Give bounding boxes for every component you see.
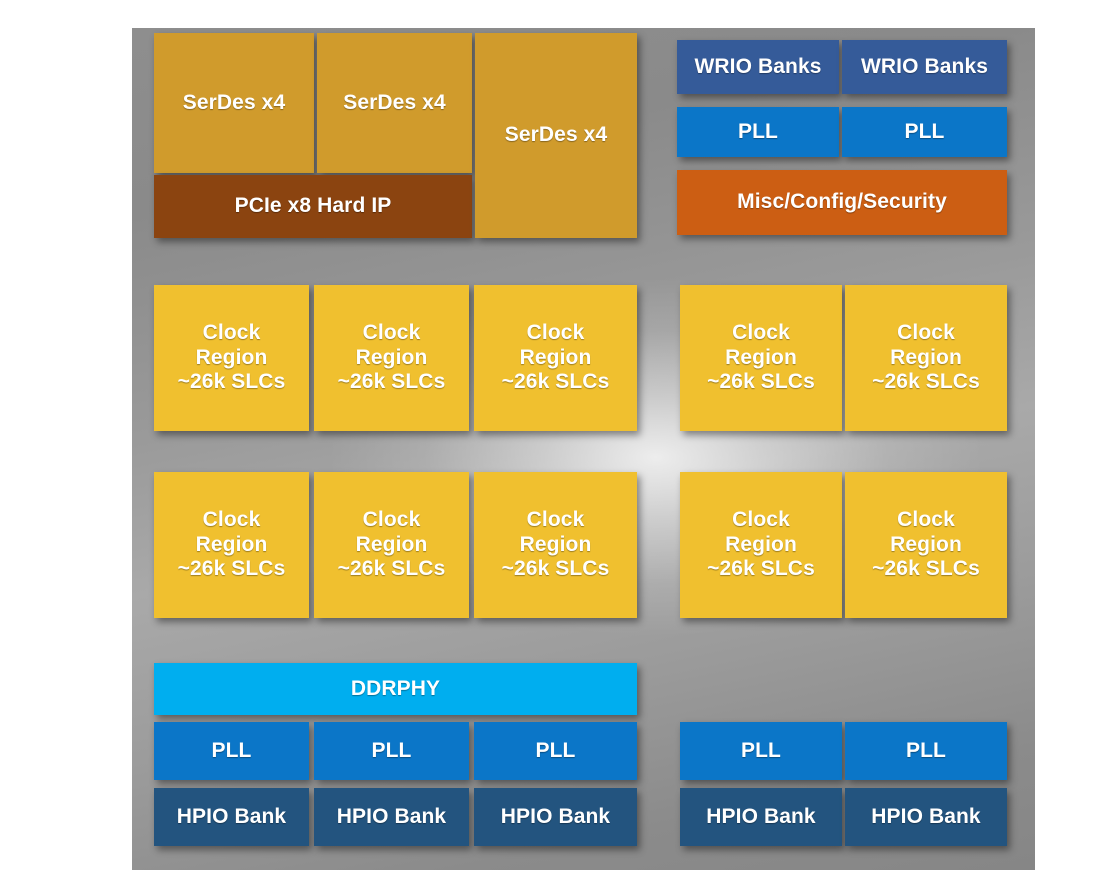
block-hpio-bank-bottom-left-2: HPIO Bank (314, 788, 469, 846)
block-pll-bottom-left-3: PLL (474, 722, 637, 780)
block-misc-config-security: Misc/Config/Security (677, 170, 1007, 235)
block-pcie-hard-ip: PCIe x8 Hard IP (154, 175, 472, 238)
block-hpio-bank-bottom-left-3: HPIO Bank (474, 788, 637, 846)
block-wrio-bank-2: WRIO Banks (842, 40, 1007, 94)
block-serdes-left-1: SerDes x4 (154, 33, 314, 173)
block-pll-bottom-left-2: PLL (314, 722, 469, 780)
block-hpio-bank-bottom-right-1: HPIO Bank (680, 788, 842, 846)
block-clock-region: Clock Region ~26k SLCs (314, 285, 469, 431)
block-pll-bottom-left-1: PLL (154, 722, 309, 780)
block-clock-region: Clock Region ~26k SLCs (154, 285, 309, 431)
block-wrio-bank-1: WRIO Banks (677, 40, 839, 94)
block-serdes-left-2: SerDes x4 (317, 33, 472, 173)
block-serdes-right-tall: SerDes x4 (475, 33, 637, 238)
block-clock-region: Clock Region ~26k SLCs (154, 472, 309, 618)
block-clock-region: Clock Region ~26k SLCs (845, 285, 1007, 431)
die-panel: SerDes x4 SerDes x4 PCIe x8 Hard IP SerD… (132, 28, 1035, 870)
block-hpio-bank-bottom-right-2: HPIO Bank (845, 788, 1007, 846)
block-pll-bottom-right-2: PLL (845, 722, 1007, 780)
block-clock-region: Clock Region ~26k SLCs (680, 472, 842, 618)
block-pll-top-1: PLL (677, 107, 839, 157)
block-hpio-bank-bottom-left-1: HPIO Bank (154, 788, 309, 846)
block-clock-region: Clock Region ~26k SLCs (474, 472, 637, 618)
block-pll-top-2: PLL (842, 107, 1007, 157)
block-pll-bottom-right-1: PLL (680, 722, 842, 780)
block-clock-region: Clock Region ~26k SLCs (474, 285, 637, 431)
block-clock-region: Clock Region ~26k SLCs (845, 472, 1007, 618)
block-clock-region: Clock Region ~26k SLCs (680, 285, 842, 431)
block-clock-region: Clock Region ~26k SLCs (314, 472, 469, 618)
block-ddrphy: DDRPHY (154, 663, 637, 715)
